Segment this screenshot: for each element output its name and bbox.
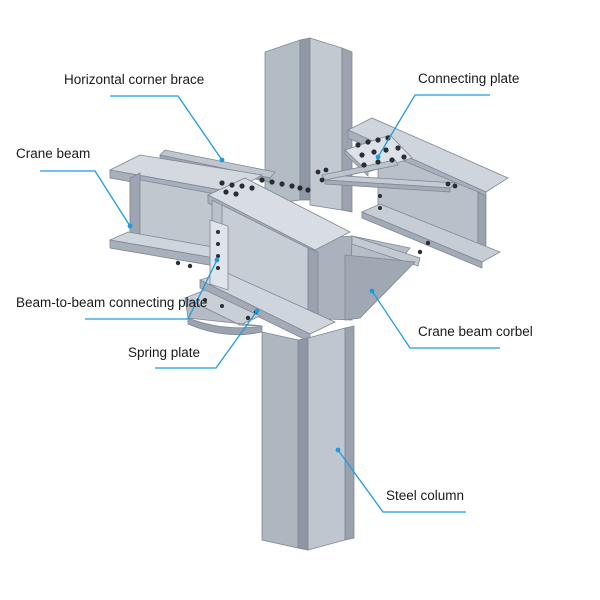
leader-spring-plate — [155, 310, 258, 369]
leader-crane-beam-corbel — [371, 290, 500, 349]
label-crane-beam-corbel: Crane beam corbel — [418, 324, 533, 339]
leader-connecting-plate — [377, 94, 490, 158]
label-spring-plate: Spring plate — [128, 345, 200, 360]
label-connecting-plate: Connecting plate — [418, 71, 519, 86]
leader-horizontal-corner-brace — [110, 95, 223, 161]
leader-steel-column — [337, 449, 466, 513]
text-labels: Horizontal corner brace Connecting plate… — [16, 71, 533, 503]
label-steel-column: Steel column — [386, 488, 464, 503]
label-horizontal-corner-brace: Horizontal corner brace — [64, 72, 204, 87]
leader-crane-beam — [40, 170, 131, 227]
leader-lines — [40, 94, 500, 513]
steel-column-lower — [261, 325, 355, 551]
leader-beam-to-beam-connecting-plate — [85, 259, 218, 320]
steel-column-upper — [264, 37, 353, 213]
label-crane-beam: Crane beam — [16, 146, 90, 161]
label-beam-to-beam-connecting-plate: Beam-to-beam connecting plate — [16, 295, 207, 310]
